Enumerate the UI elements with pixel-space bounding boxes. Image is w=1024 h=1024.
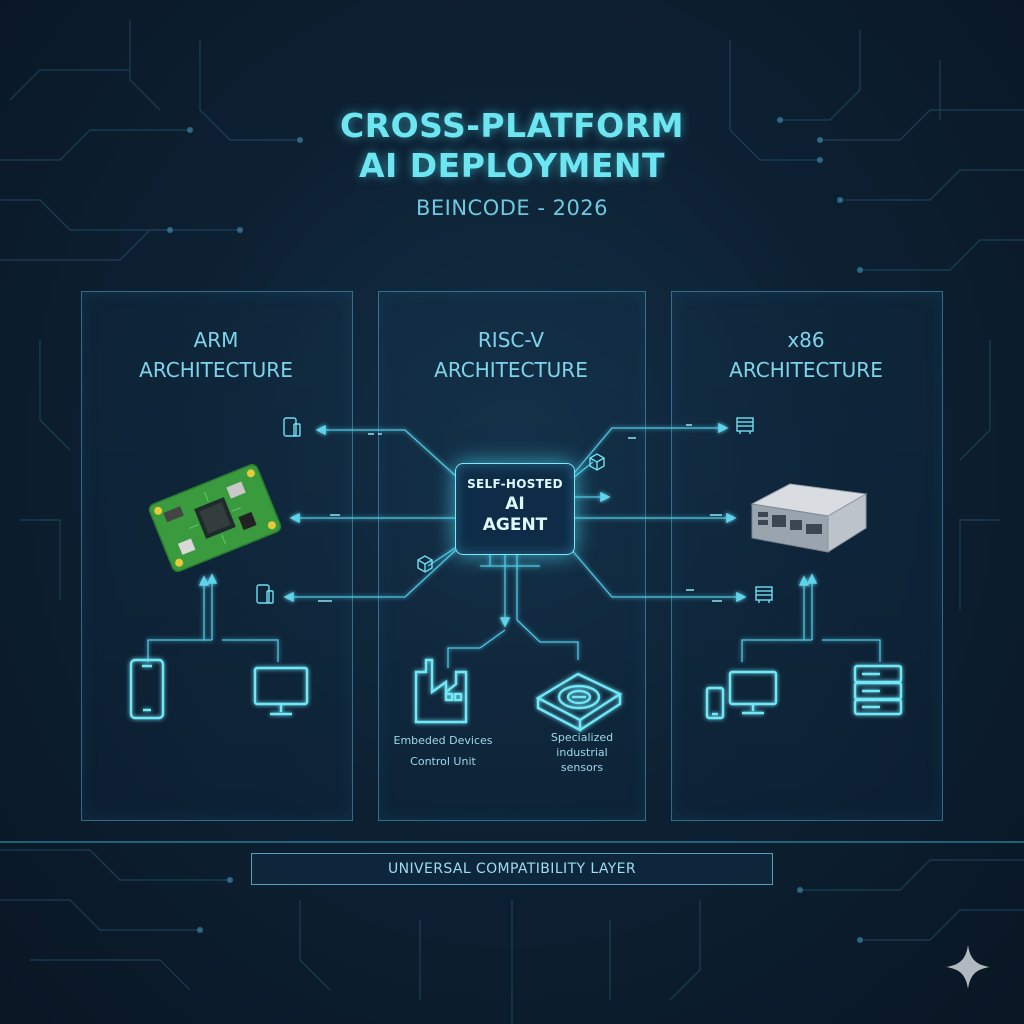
small-rack-icon-top bbox=[736, 417, 754, 434]
page-subtitle: BEINCODE - 2026 bbox=[415, 196, 609, 220]
agent-label-line-3: AGENT bbox=[482, 515, 548, 535]
server-unit-icon bbox=[750, 483, 868, 553]
circuit-board-icon bbox=[148, 463, 282, 573]
agent-label-line-2: AI bbox=[505, 494, 525, 514]
sensors-caption-line-1: Specialized industrial bbox=[550, 731, 614, 759]
riscv-panel bbox=[378, 291, 646, 821]
x86-monitor-icon bbox=[728, 670, 778, 715]
x86-panel bbox=[671, 291, 943, 821]
riscv-architecture-label: RISC-V ARCHITECTURE bbox=[378, 325, 644, 385]
arm-label-line-2: ARCHITECTURE bbox=[139, 358, 293, 382]
riscv-label-line-2: ARCHITECTURE bbox=[434, 358, 588, 382]
x86-architecture-label: x86 ARCHITECTURE bbox=[671, 325, 941, 385]
small-rack-icon-bottom bbox=[755, 586, 773, 603]
embedded-caption-line-2: Control Unit bbox=[410, 755, 476, 768]
x86-phone-icon bbox=[705, 686, 725, 720]
agent-label-line-1: SELF-HOSTED bbox=[467, 477, 563, 491]
server-rack-icon bbox=[853, 664, 903, 716]
x86-label-line-1: x86 bbox=[787, 328, 825, 352]
x86-label-line-2: ARCHITECTURE bbox=[729, 358, 883, 382]
universal-compatibility-layer-bar: UNIVERSAL COMPATIBILITY LAYER bbox=[251, 853, 773, 885]
industrial-sensors-caption: Specialized industrial sensors bbox=[524, 730, 640, 775]
monitor-icon bbox=[253, 666, 309, 716]
small-cube-icon-top bbox=[589, 453, 605, 471]
self-hosted-ai-agent-node[interactable]: SELF-HOSTED AI AGENT bbox=[455, 463, 575, 555]
sparkle-icon bbox=[946, 945, 990, 989]
arm-label-line-1: ARM bbox=[193, 328, 239, 352]
small-phone-icon-bottom bbox=[256, 584, 274, 604]
riscv-label-line-1: RISC-V bbox=[477, 328, 545, 352]
small-cube-icon-bottom bbox=[417, 555, 433, 573]
page-title-line-2: AI DEPLOYMENT bbox=[358, 146, 666, 185]
smartphone-icon bbox=[129, 658, 165, 720]
sensors-caption-line-2: sensors bbox=[560, 761, 604, 774]
embedded-caption-line-1: Embeded Devices bbox=[393, 734, 493, 747]
arm-architecture-label: ARM ARCHITECTURE bbox=[81, 325, 351, 385]
factory-icon bbox=[414, 658, 468, 724]
embedded-devices-caption: Embeded Devices Control Unit bbox=[388, 733, 498, 769]
sensor-chip-icon bbox=[535, 672, 623, 732]
page-title-line-1: CROSS-PLATFORM bbox=[340, 106, 684, 145]
small-phone-icon-top bbox=[283, 417, 301, 437]
